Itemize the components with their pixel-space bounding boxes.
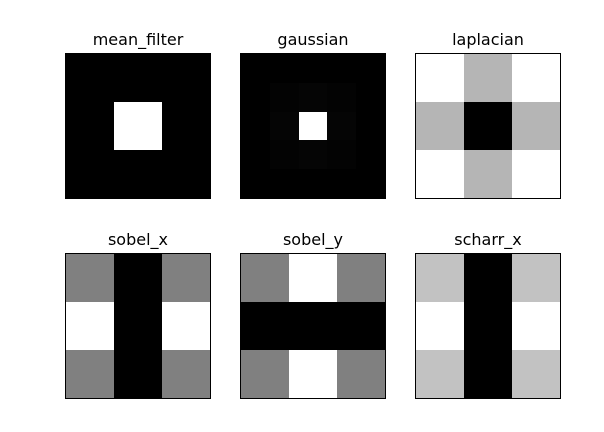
heatmap-cell bbox=[66, 254, 114, 302]
panel-title-sobel-y: sobel_y bbox=[282, 230, 344, 249]
heatmap-cell bbox=[114, 350, 162, 398]
heatmap-cell bbox=[416, 302, 464, 350]
heatmap-cell bbox=[269, 111, 299, 141]
heatmap-cell bbox=[416, 54, 464, 102]
heatmap-cell bbox=[269, 54, 299, 83]
heatmap-cell bbox=[464, 254, 512, 302]
heatmap-cell bbox=[66, 350, 114, 398]
heatmap-cell bbox=[162, 150, 210, 198]
heatmap-cell bbox=[327, 54, 357, 83]
heatmap-laplacian bbox=[415, 53, 561, 199]
heatmap-cell bbox=[114, 302, 162, 350]
heatmap-cell bbox=[464, 54, 512, 102]
heatmap-cell bbox=[327, 111, 357, 141]
heatmap-cell bbox=[241, 350, 289, 398]
heatmap-cell bbox=[298, 140, 328, 170]
heatmap-cell bbox=[114, 150, 162, 198]
heatmap-cell bbox=[327, 82, 357, 112]
heatmap-cell bbox=[241, 82, 270, 112]
heatmap-cell bbox=[512, 150, 560, 198]
heatmap-cell bbox=[114, 54, 162, 102]
heatmap-gaussian bbox=[240, 53, 386, 199]
heatmap-cell bbox=[162, 102, 210, 150]
heatmap-cell bbox=[241, 54, 270, 83]
heatmap-sobel-x bbox=[65, 253, 211, 399]
heatmap-cell bbox=[241, 111, 270, 141]
heatmap-cell bbox=[241, 140, 270, 170]
heatmap-cell bbox=[66, 102, 114, 150]
heatmap-cell bbox=[162, 302, 210, 350]
heatmap-cell bbox=[162, 350, 210, 398]
heatmap-cell bbox=[416, 150, 464, 198]
panel-title-laplacian: laplacian bbox=[452, 30, 524, 49]
heatmap-cell bbox=[512, 54, 560, 102]
panel-title-sobel-x: sobel_x bbox=[107, 230, 169, 249]
heatmap-cell bbox=[337, 254, 385, 302]
heatmap-cell bbox=[464, 350, 512, 398]
heatmap-cell bbox=[241, 302, 289, 350]
heatmap-cell bbox=[162, 254, 210, 302]
heatmap-cell bbox=[512, 350, 560, 398]
heatmap-cell bbox=[269, 169, 299, 198]
heatmap-cell bbox=[512, 254, 560, 302]
heatmap-cell bbox=[298, 169, 328, 198]
heatmap-cell bbox=[356, 169, 385, 198]
heatmap-cell bbox=[337, 302, 385, 350]
heatmap-cell bbox=[298, 111, 328, 141]
heatmap-cell bbox=[356, 140, 385, 170]
heatmap-cell bbox=[241, 169, 270, 198]
heatmap-mean-filter bbox=[65, 53, 211, 199]
heatmap-cell bbox=[298, 82, 328, 112]
panel-title-mean-filter: mean_filter bbox=[92, 30, 184, 49]
heatmap-scharr-x bbox=[415, 253, 561, 399]
heatmap-cell bbox=[114, 254, 162, 302]
heatmap-cell bbox=[66, 302, 114, 350]
heatmap-cell bbox=[66, 54, 114, 102]
heatmap-cell bbox=[416, 102, 464, 150]
heatmap-cell bbox=[464, 302, 512, 350]
heatmap-cell bbox=[241, 254, 289, 302]
heatmap-cell bbox=[464, 102, 512, 150]
heatmap-cell bbox=[289, 302, 337, 350]
heatmap-sobel-y bbox=[240, 253, 386, 399]
panel-title-scharr-x: scharr_x bbox=[454, 230, 522, 249]
heatmap-cell bbox=[289, 350, 337, 398]
heatmap-cell bbox=[327, 140, 357, 170]
heatmap-cell bbox=[327, 169, 357, 198]
heatmap-cell bbox=[114, 102, 162, 150]
heatmap-cell bbox=[162, 54, 210, 102]
panel-title-gaussian: gaussian bbox=[277, 30, 349, 49]
heatmap-cell bbox=[356, 82, 385, 112]
heatmap-cell bbox=[269, 140, 299, 170]
heatmap-cell bbox=[464, 150, 512, 198]
heatmap-cell bbox=[269, 82, 299, 112]
heatmap-cell bbox=[356, 54, 385, 83]
heatmap-cell bbox=[337, 350, 385, 398]
heatmap-cell bbox=[356, 111, 385, 141]
heatmap-cell bbox=[289, 254, 337, 302]
heatmap-cell bbox=[416, 350, 464, 398]
heatmap-cell bbox=[66, 150, 114, 198]
heatmap-cell bbox=[416, 254, 464, 302]
heatmap-cell bbox=[512, 302, 560, 350]
heatmap-cell bbox=[298, 54, 328, 83]
heatmap-cell bbox=[512, 102, 560, 150]
